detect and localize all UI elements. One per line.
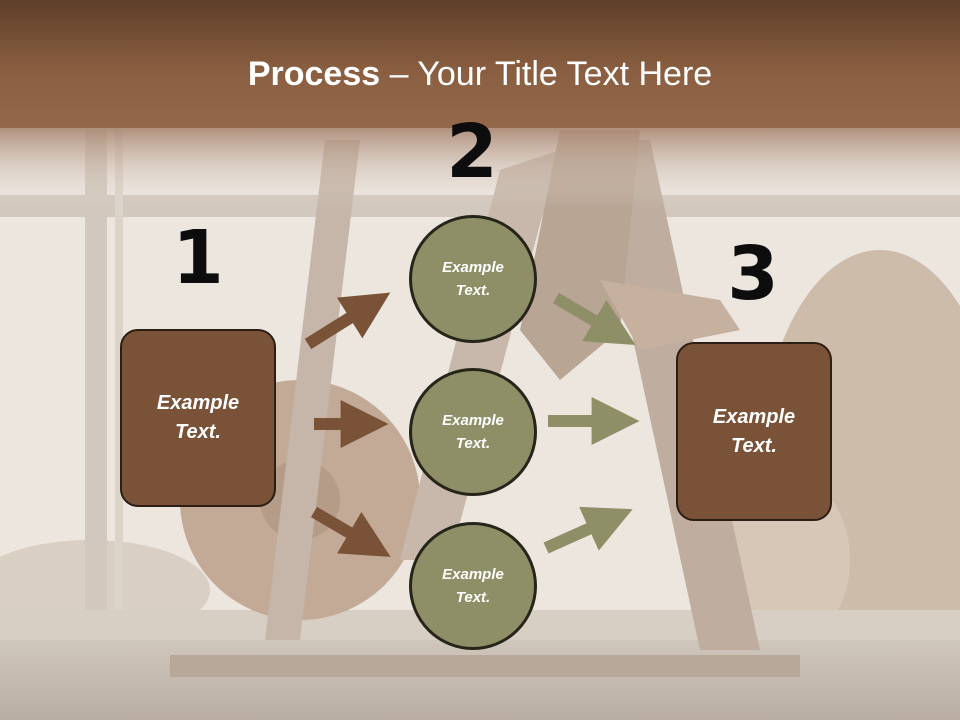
title-bold: Process [247,55,381,93]
circle-middle-text: Example Text. [442,412,504,452]
step-3-box[interactable]: Example Text. [676,342,832,521]
step-number-3: 3 [727,231,779,317]
circle-bottom-text: Example Text. [442,566,504,606]
circle-top-text: Example Text. [442,259,504,299]
arrow-right-up [543,506,633,554]
title-rest: – Your Title Text Here [380,55,713,93]
arrow-left-down [310,506,391,557]
arrow-right-down [552,292,636,345]
step-number-2: 2 [446,109,498,195]
step-2-circle-bottom[interactable]: Example Text. [409,522,537,650]
step-3-box-text: Example Text. [712,405,796,457]
step-2-circle-top[interactable]: Example Text. [409,215,537,343]
step-1-box[interactable]: Example Text. [120,329,276,507]
arrow-left-up [304,292,391,350]
step-2-circle-middle[interactable]: Example Text. [409,368,537,496]
step-number-1: 1 [172,215,224,301]
slide-title: Process – Your Title Text Here [0,52,960,96]
step-1-box-text: Example Text. [156,392,240,443]
